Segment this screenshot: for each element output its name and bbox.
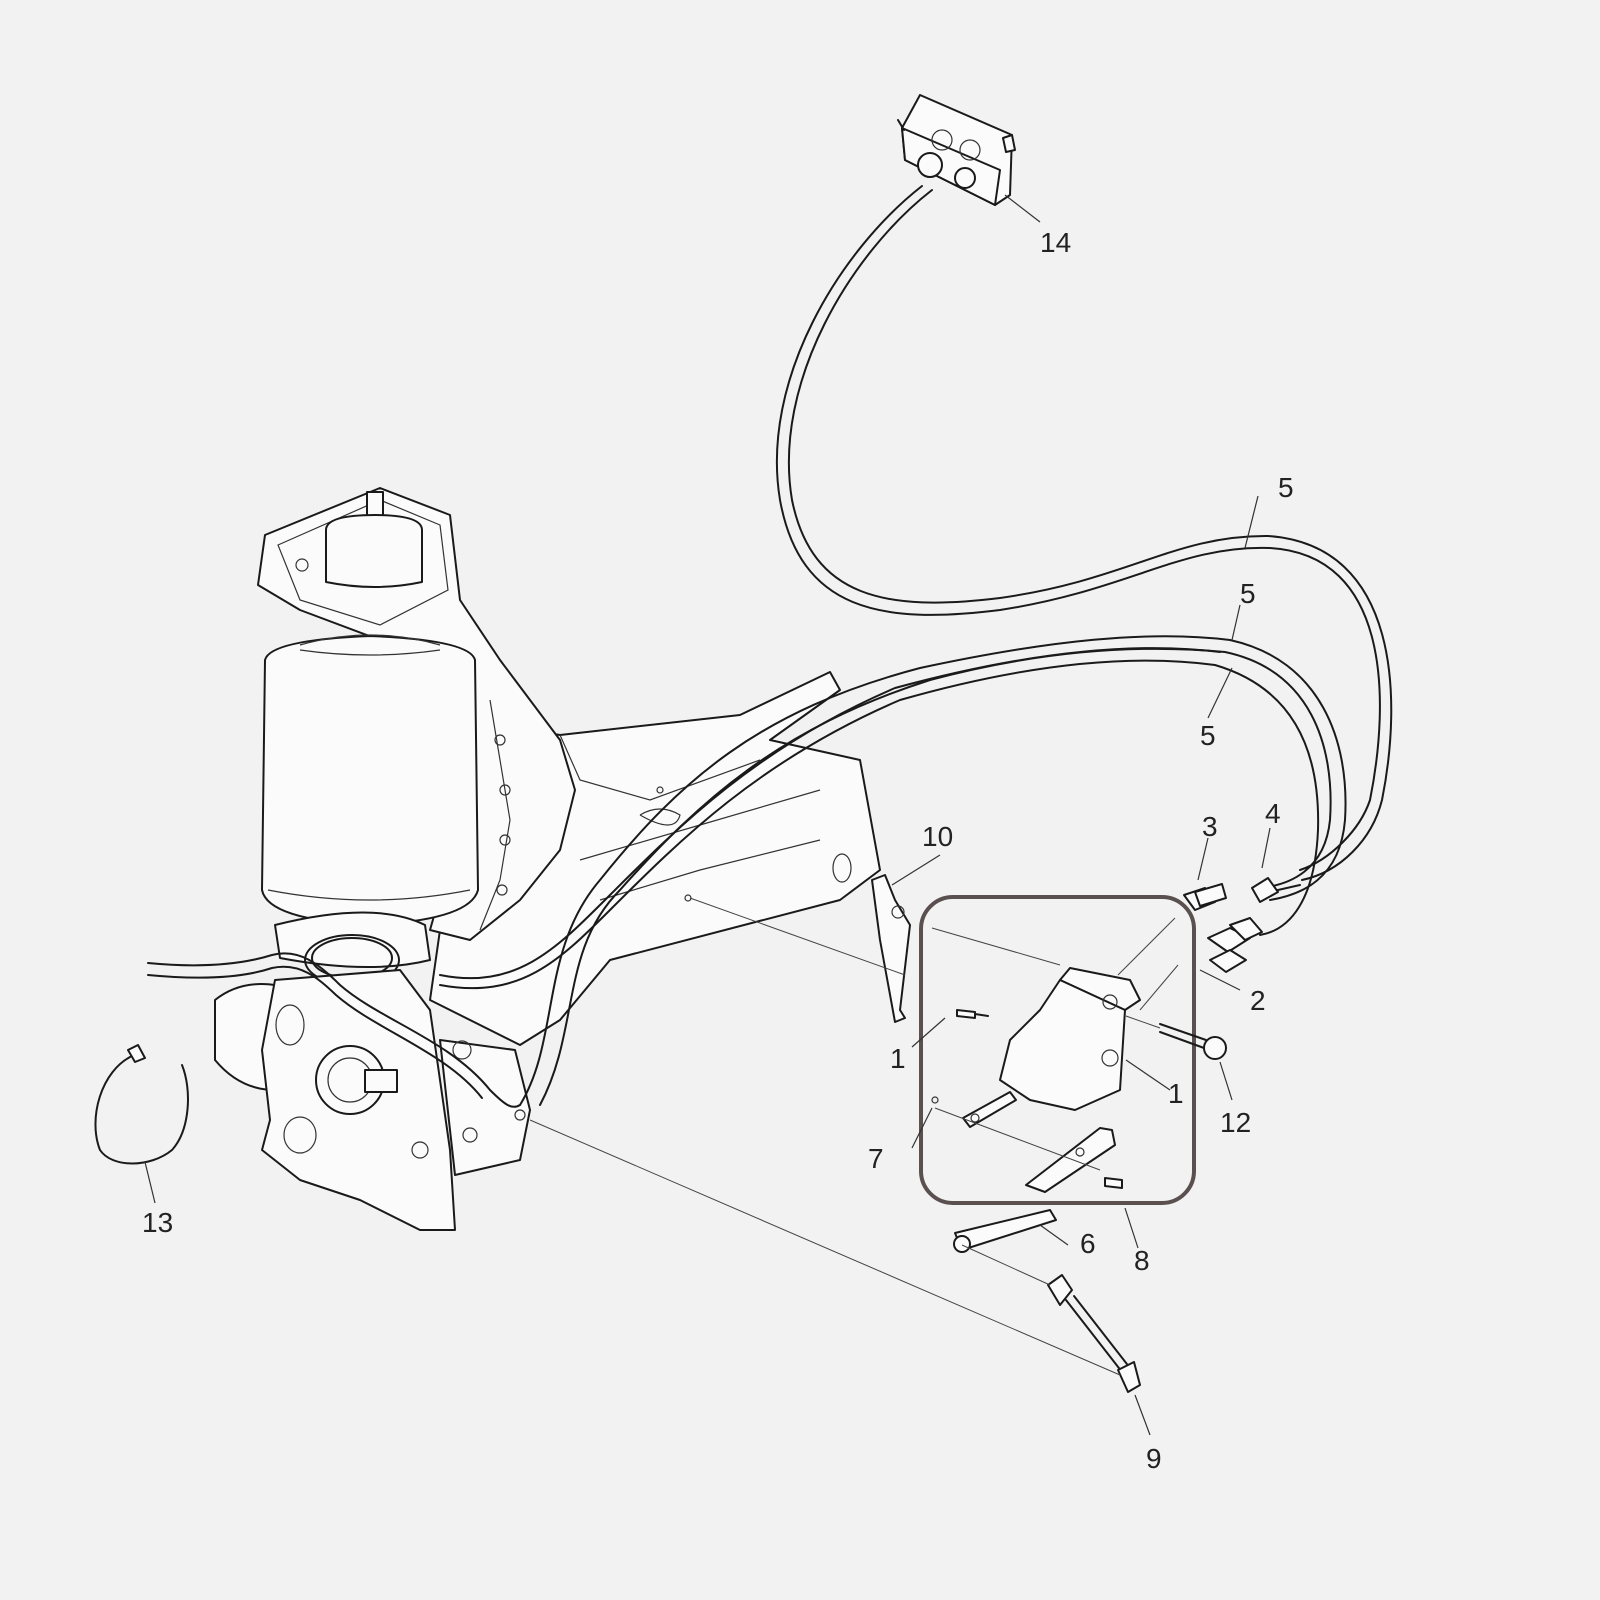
callout-1b: 1 bbox=[890, 1043, 906, 1074]
bracket-10 bbox=[871, 874, 911, 1023]
callout-5a: 5 bbox=[1278, 472, 1294, 503]
knuckle-housing bbox=[214, 969, 531, 1231]
callout-5b: 5 bbox=[1240, 578, 1256, 609]
callout-3: 3 bbox=[1202, 811, 1218, 842]
callout-5c: 5 bbox=[1200, 720, 1216, 751]
callout-2: 2 bbox=[1250, 985, 1266, 1016]
fitting-2 bbox=[1207, 917, 1263, 973]
bracket-8 bbox=[1025, 1127, 1123, 1193]
reference-lines bbox=[529, 897, 1179, 1376]
screw-7 bbox=[931, 1096, 939, 1104]
callout-4: 4 bbox=[1265, 798, 1281, 829]
air-lines bbox=[147, 185, 1393, 1108]
callout-1: 1 bbox=[1168, 1078, 1184, 1109]
callout-labels: 14 5 5 5 3 4 10 1 2 1 12 7 6 8 9 13 bbox=[142, 227, 1294, 1474]
callout-9: 9 bbox=[1146, 1443, 1162, 1474]
callout-7: 7 bbox=[868, 1143, 884, 1174]
drop-link-9 bbox=[1047, 1274, 1141, 1393]
fitting-3 bbox=[1183, 883, 1227, 911]
highlight-box bbox=[919, 895, 1196, 1205]
link-rod-6 bbox=[953, 1209, 1057, 1253]
callout-6: 6 bbox=[1080, 1228, 1096, 1259]
fitting-4 bbox=[1251, 877, 1301, 903]
callout-14: 14 bbox=[1040, 227, 1071, 258]
callout-12: 12 bbox=[1220, 1107, 1251, 1138]
hose-clip-13 bbox=[94, 1044, 189, 1165]
callout-8: 8 bbox=[1134, 1245, 1150, 1276]
callout-10: 10 bbox=[922, 821, 953, 852]
callout-13: 13 bbox=[142, 1207, 173, 1238]
bolt-12 bbox=[1159, 1023, 1227, 1060]
connector-block-14 bbox=[897, 94, 1016, 206]
height-sensor-1 bbox=[956, 967, 1141, 1128]
leader-lines bbox=[144, 194, 1271, 1436]
